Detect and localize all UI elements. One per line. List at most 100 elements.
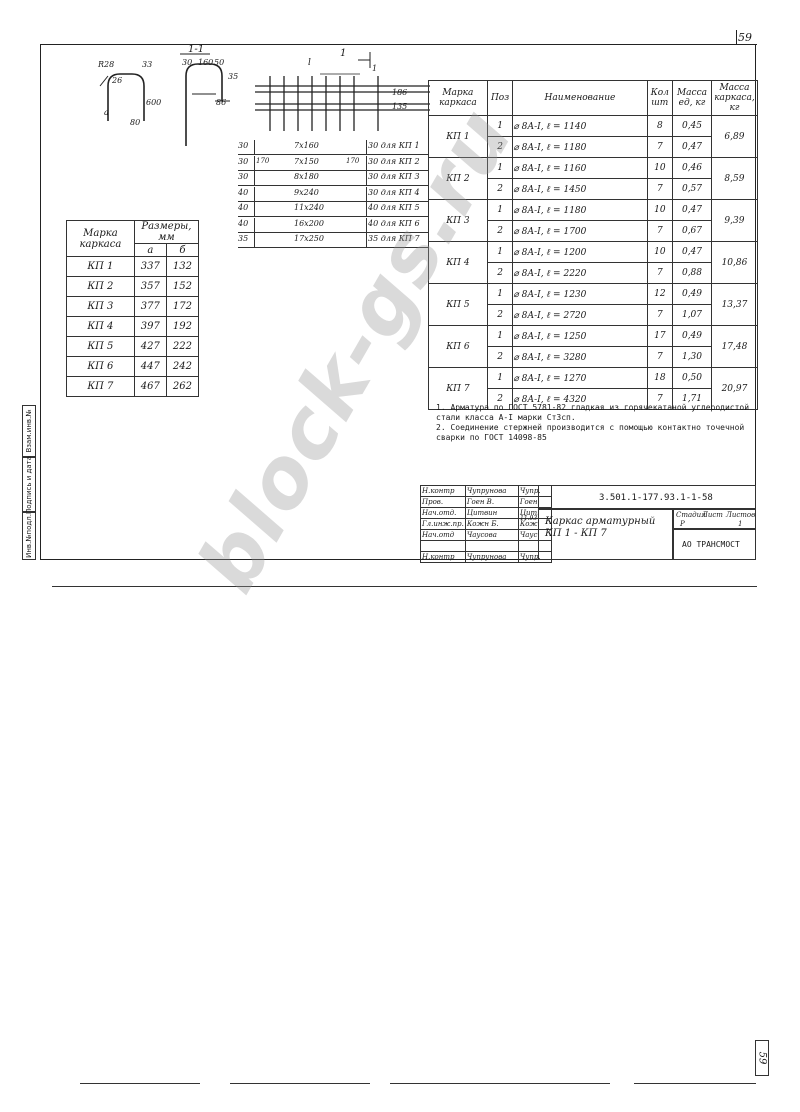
cell-qty: 7 [646, 304, 674, 326]
role-title: Н.контр [420, 485, 466, 497]
reinforcement-sketches [99, 52, 430, 146]
drawing-title: Каркас арматурный КП 1 - КП 7 [545, 516, 656, 539]
header-name: Наименование [512, 80, 648, 116]
cell-unit-mass: 0,49 [672, 283, 712, 305]
cell-unit-mass: 0,50 [672, 367, 712, 389]
cell-name: ⌀ 8А-I, ℓ = 1450 [512, 178, 648, 200]
role-title: Нач.отд. [420, 507, 466, 519]
cell-b: 152 [165, 276, 200, 297]
dim-label: 600 [146, 98, 162, 107]
role-person: Чупрунова [464, 551, 519, 563]
dim-label: 26 [112, 76, 123, 85]
header-total-mass: Масса каркаса, кг [710, 80, 759, 116]
cell-total-mass: 20,97 [710, 367, 759, 410]
section-label: 1-1 [188, 44, 205, 55]
cell-qty: 7 [646, 136, 674, 158]
cell-pos: 2 [486, 220, 514, 242]
cell-qty: 7 [646, 262, 674, 284]
bar-tick [254, 171, 255, 185]
cell-name: ⌀ 8А-I, ℓ = 2720 [512, 304, 648, 326]
sheet-header: Лист [702, 511, 723, 519]
bar-spec: 9х240 [294, 187, 319, 197]
page-number-box [736, 30, 757, 45]
cell-pos: 2 [486, 388, 514, 410]
cell-name: ⌀ 8А-I, ℓ = 1230 [512, 283, 648, 305]
cell-pos: 2 [486, 346, 514, 368]
divider-line [390, 1083, 610, 1084]
sign-date: 11.93 [520, 515, 538, 522]
cell-qty: 8 [646, 115, 674, 137]
header-qty: Кол шт [646, 80, 674, 116]
role-title: Пров. [420, 496, 466, 508]
title-cell: Каркас арматурный КП 1 - КП 7 [538, 509, 673, 560]
bar-offset-left: 30 [238, 172, 249, 181]
cell-unit-mass: 0,49 [672, 325, 712, 347]
role-person: Цитвин [464, 507, 519, 519]
bar-spec: 8х180 [294, 172, 319, 181]
header-b: б [165, 243, 200, 257]
role-row: Пров.Гоен В.Гоен [420, 496, 552, 508]
cell-qty: 18 [646, 367, 674, 389]
dim-label: 35 [228, 72, 239, 81]
cell-pos: 2 [486, 262, 514, 284]
cell-mark: КП 2 [66, 276, 135, 297]
cell-mark: КП 5 [428, 283, 488, 326]
cell-total-mass: 17,48 [710, 325, 759, 368]
cell-unit-mass: 1,71 [672, 388, 712, 410]
bar-tick [254, 155, 255, 170]
header-mark: Марка каркаса [428, 80, 488, 116]
bar-extra-right: 170 [346, 156, 360, 165]
cell-unit-mass: 1,30 [672, 346, 712, 368]
side-stamp-signature-date: Подпись и дата [22, 456, 36, 513]
role-person [464, 540, 519, 552]
cell-a: 467 [133, 376, 167, 397]
cell-qty: 7 [646, 346, 674, 368]
cell-qty: 10 [646, 241, 674, 263]
cell-pos: 1 [486, 241, 514, 263]
cell-name: ⌀ 8А-I, ℓ = 1160 [512, 157, 648, 179]
sheets-header: Листов [726, 511, 756, 519]
note-2: 2. Соединение стержней производится с по… [436, 423, 745, 442]
bar-tick [366, 140, 367, 154]
note-1: 1. Арматура по ГОСТ 5781-82 гладкая из г… [436, 403, 750, 422]
section-mark: 1 [340, 48, 347, 59]
bar-offset-right: 30 для КП 2 [368, 156, 420, 166]
role-row: Гл.инж.пр.Кожн Б.Кож. [420, 518, 552, 530]
organization: АО ТРАНСМОСТ [682, 540, 740, 549]
header-a: a [133, 243, 167, 257]
cell-mark: КП 3 [428, 199, 488, 242]
cell-a: 447 [133, 356, 167, 377]
cell-b: 222 [165, 336, 200, 357]
cell-a: 377 [133, 296, 167, 317]
cell-a: 357 [133, 276, 167, 297]
cell-b: 192 [165, 316, 200, 337]
role-title: Н.контр [420, 551, 466, 563]
dim-label: l [308, 58, 311, 68]
cell-unit-mass: 0,45 [672, 115, 712, 137]
role-title [420, 540, 466, 552]
role-person: Чупрунова [464, 485, 519, 497]
header-pos: Поз [486, 80, 514, 116]
bar-spec: 11х240 [294, 203, 324, 212]
specification-table: Марка каркаса Поз Наименование Кол шт Ма… [428, 80, 759, 410]
cell-name: ⌀ 8А-I, ℓ = 1250 [512, 325, 648, 347]
bar-offset-left: 40 [238, 187, 249, 197]
side-stamp-replaced-inv: Взам.инв.№ [22, 405, 36, 457]
role-signature: Чупр. [517, 551, 552, 563]
